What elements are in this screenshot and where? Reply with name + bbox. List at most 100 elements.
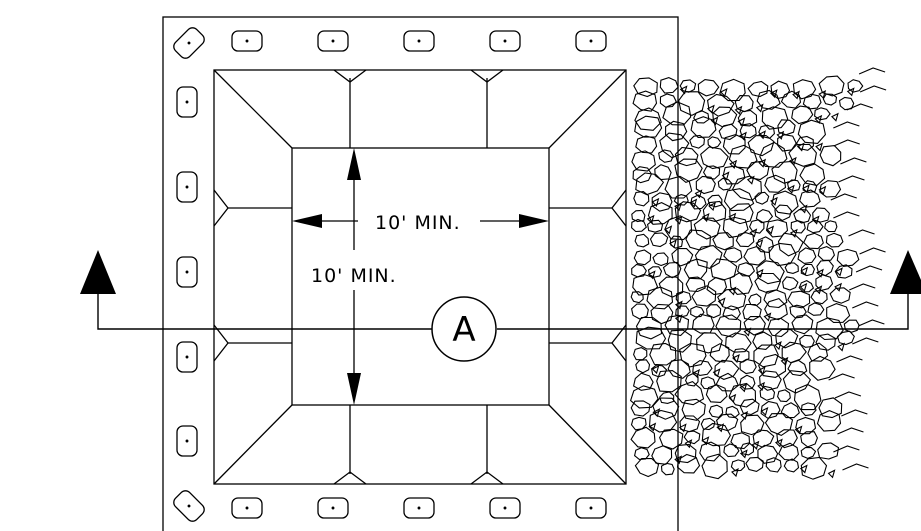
riprap-rock <box>710 258 738 281</box>
riprap-edge <box>848 229 875 237</box>
precast-block <box>317 30 349 52</box>
riprap-rock <box>825 232 844 248</box>
riprap-rock <box>679 342 707 368</box>
riprap-rock <box>684 373 699 387</box>
riprap-rock <box>635 316 663 340</box>
riprap-rock <box>771 190 799 215</box>
riprap-edge <box>858 319 885 327</box>
riprap-rock <box>752 429 775 448</box>
riprap-rock <box>632 166 653 184</box>
weep-mark <box>611 324 627 362</box>
riprap-rock <box>695 175 716 195</box>
riprap-rock <box>659 93 677 108</box>
riprap-edge <box>834 391 862 399</box>
riprap-rock <box>633 249 652 266</box>
riprap-rock <box>780 402 800 419</box>
riprap-rock <box>743 245 766 266</box>
riprap-chip <box>811 215 820 225</box>
riprap-rock <box>685 276 706 293</box>
riprap-rock <box>807 342 829 362</box>
riprap-rock <box>648 409 678 433</box>
riprap-rock <box>836 248 860 267</box>
riprap-chip <box>674 215 683 225</box>
dim-label-vertical: 10' MIN. <box>311 265 397 287</box>
riprap-rock <box>723 443 740 458</box>
precast-block <box>176 256 198 288</box>
riprap-rock <box>745 456 764 472</box>
riprap-rock <box>658 149 674 163</box>
riprap-rock <box>714 359 740 380</box>
riprap-rock <box>722 134 746 155</box>
riprap-rock <box>635 135 658 154</box>
riprap-rock <box>818 75 845 97</box>
riprap-rock <box>782 370 812 394</box>
corner-line <box>213 404 293 485</box>
riprap-rock <box>755 209 774 224</box>
riprap-rock <box>790 220 806 234</box>
riprap-rock <box>699 441 721 462</box>
riprap-rock <box>707 194 723 208</box>
riprap-rock <box>838 96 855 111</box>
riprap-rock <box>754 272 782 294</box>
riprap-rock <box>690 305 705 318</box>
riprap-rock <box>675 290 692 305</box>
riprap-rock <box>800 456 828 480</box>
riprap-rock <box>753 344 779 368</box>
riprap-rock <box>799 189 821 208</box>
riprap-chip <box>799 204 808 214</box>
riprap-edge <box>838 175 865 183</box>
riprap-rock <box>649 342 677 366</box>
section-arrow-right <box>890 250 921 294</box>
riprap-edge <box>858 67 886 75</box>
riprap-rock <box>701 422 732 447</box>
riprap-rock <box>722 305 741 320</box>
riprap-rock <box>739 123 757 139</box>
weep-mark <box>611 189 627 227</box>
precast-block <box>231 497 263 519</box>
riprap-rock <box>647 201 673 225</box>
precast-block <box>575 497 607 519</box>
riprap-rock <box>692 360 713 376</box>
riprap-rock <box>800 402 817 417</box>
riprap-rock <box>630 291 644 304</box>
precast-block <box>176 341 198 373</box>
riprap-rock <box>633 191 650 207</box>
riprap-rock <box>730 432 751 450</box>
riprap-rock <box>800 446 817 459</box>
riprap-rock <box>658 276 684 298</box>
riprap-rock <box>784 262 799 274</box>
riprap-chip <box>646 214 655 224</box>
weep-mark <box>213 324 229 362</box>
riprap-rock <box>683 258 708 280</box>
riprap-rock <box>740 442 755 456</box>
riprap-rock <box>806 219 824 234</box>
riprap-chip <box>774 438 783 448</box>
riprap-rock <box>693 110 710 124</box>
riprap-edge <box>855 265 883 273</box>
riprap-edge <box>836 355 863 363</box>
riprap-rock <box>797 247 817 264</box>
riprap-rock <box>706 304 722 319</box>
riprap-chip <box>770 196 778 206</box>
riprap-rock <box>748 293 762 307</box>
riprap-rock <box>786 179 801 192</box>
riprap-rock <box>764 297 788 321</box>
riprap-rock <box>633 77 658 98</box>
basin-floor <box>291 147 550 406</box>
riprap-chip <box>721 171 730 181</box>
riprap-chip <box>831 112 839 122</box>
riprap-rock <box>778 442 799 461</box>
riprap-rock <box>671 248 694 267</box>
dim-label-horizontal: 10' MIN. <box>375 212 461 234</box>
riprap-rock <box>667 359 691 379</box>
riprap-rock <box>800 263 816 277</box>
riprap-rock <box>776 429 798 449</box>
riprap-rock <box>791 105 814 125</box>
riprap-chip <box>760 406 769 417</box>
riprap-rock <box>705 384 728 403</box>
riprap-rock <box>712 106 738 128</box>
riprap-rock <box>729 203 754 225</box>
riprap-rock <box>774 204 793 222</box>
riprap-rock <box>795 135 814 151</box>
riprap-rock <box>659 77 679 94</box>
